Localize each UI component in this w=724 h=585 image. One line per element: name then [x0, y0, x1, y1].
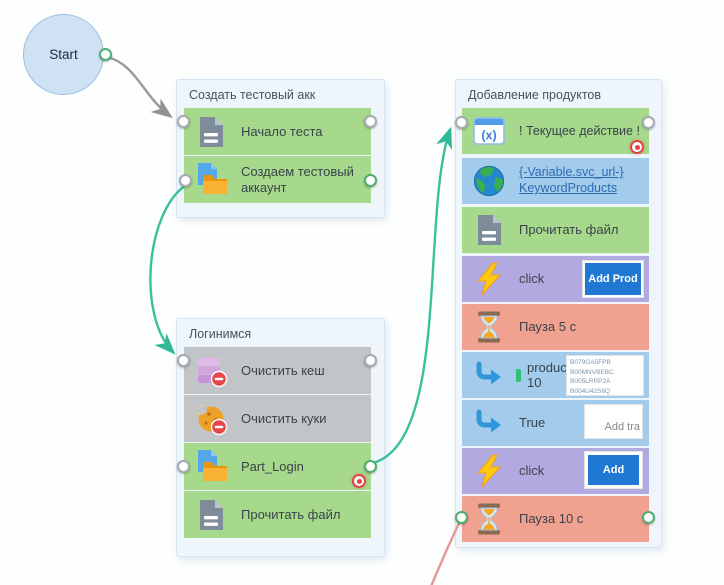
node-label: Начало теста [241, 123, 323, 139]
edge-incoming-to-pause-10s[interactable] [427, 520, 462, 585]
globe-icon [471, 163, 507, 199]
start-node[interactable]: Start [23, 14, 104, 95]
copy-folder-icon [193, 162, 229, 198]
node-label: Прочитать файл [519, 222, 619, 238]
port-start-out[interactable] [99, 48, 112, 61]
node-clear-cache[interactable]: Очистить кеш [184, 347, 371, 394]
hourglass-icon [471, 501, 507, 537]
breakpoint-part-login[interactable] [352, 474, 366, 488]
node-label: Прочитать файл [241, 506, 341, 522]
group-login[interactable]: Логинимся Очистить кеш Очистить куки Par… [176, 318, 385, 557]
node-begin-test[interactable]: Начало теста [184, 108, 371, 155]
node-set-products-list[interactable]: products_ 10 B079GA5FPB B00MNVBEBC B005L… [462, 352, 649, 398]
node-read-file[interactable]: Прочитать файл [462, 207, 649, 253]
thumbnail-add-prod-button: Add Prod [582, 260, 644, 298]
port-begin-test-out[interactable] [364, 115, 377, 128]
group-title: Добавление продуктов [468, 88, 602, 102]
node-label: Очистить куки [241, 410, 327, 426]
thumbnail-product-ids: B079GA5FPB B00MNVBEBC B005LRRP2A B004U42… [566, 355, 644, 396]
port-create-account-out[interactable] [364, 174, 377, 187]
start-label: Start [49, 47, 78, 62]
group-title: Создать тестовый акк [189, 88, 316, 102]
port-begin-test-in[interactable] [177, 115, 190, 128]
thumbnail-add-tracking: Add tra [584, 404, 643, 439]
clear-cache-icon [193, 353, 229, 389]
port-clear-cache-in[interactable] [177, 354, 190, 367]
node-pause-10s[interactable]: Пауза 10 с [462, 496, 649, 542]
node-if-true[interactable]: True Add tra [462, 400, 649, 446]
variable-icon: (x) [471, 113, 507, 149]
port-part-login-in[interactable] [177, 460, 190, 473]
copy-folder-icon [193, 449, 229, 485]
node-goto-url[interactable]: {-Variable.svc_url-} KeywordProducts [462, 158, 649, 204]
node-label: Part_Login [241, 458, 304, 474]
port-create-account-in[interactable] [179, 174, 192, 187]
thumbnail-add-button: Add [584, 451, 643, 489]
hourglass-icon [471, 309, 507, 345]
document-icon [193, 114, 229, 150]
lightning-icon [471, 453, 507, 489]
port-clear-cache-out[interactable] [364, 354, 377, 367]
bent-arrow-icon [471, 357, 507, 393]
node-click-add-product[interactable]: click Add Prod [462, 256, 649, 302]
node-click-add[interactable]: click Add [462, 448, 649, 494]
svg-text:(x): (x) [481, 129, 496, 143]
node-label: Создаем тестовый аккаунт [241, 164, 354, 195]
node-clear-cookies[interactable]: Очистить куки [184, 395, 371, 442]
group-title: Логинимся [189, 327, 252, 341]
node-label: True [519, 415, 546, 431]
node-label: ! Текущее действие ! [519, 123, 640, 138]
clear-cookies-icon [193, 401, 229, 437]
node-current-action[interactable]: (x) ! Текущее действие ! [462, 108, 649, 154]
node-label: Очистить кеш [241, 362, 325, 378]
node-label: Пауза 5 с [519, 319, 577, 335]
port-pause-10s-out[interactable] [642, 511, 655, 524]
node-url-link[interactable]: {-Variable.svc_url-} KeywordProducts [519, 165, 624, 195]
bent-arrow-icon [471, 405, 507, 441]
edge-create-account-to-login[interactable] [149, 184, 187, 355]
node-pause-5s[interactable]: Пауза 5 с [462, 304, 649, 350]
node-label: click [519, 271, 545, 287]
node-label: click [519, 463, 545, 479]
edge-start-to-begin-test[interactable] [106, 55, 173, 119]
lightning-icon [471, 261, 507, 297]
port-current-action-out[interactable] [642, 116, 655, 129]
node-create-test-account[interactable]: Создаем тестовый аккаунт [184, 156, 371, 203]
port-part-login-out[interactable] [364, 460, 377, 473]
node-label: Пауза 10 с [519, 511, 584, 527]
edge-part-login-to-current-action[interactable] [372, 126, 453, 465]
group-add-products[interactable]: Добавление продуктов (x) ! Текущее дейст… [455, 79, 662, 548]
node-part-login[interactable]: Part_Login [184, 443, 371, 490]
document-icon [193, 497, 229, 533]
list-marker-icon [516, 368, 521, 382]
port-pause-10s-in[interactable] [455, 511, 468, 524]
group-create-test-acc[interactable]: Создать тестовый акк Начало теста Создае… [176, 79, 385, 218]
node-read-file[interactable]: Прочитать файл [184, 491, 371, 538]
breakpoint-current-action[interactable] [630, 140, 644, 154]
document-icon [471, 212, 507, 248]
port-current-action-in[interactable] [455, 116, 468, 129]
